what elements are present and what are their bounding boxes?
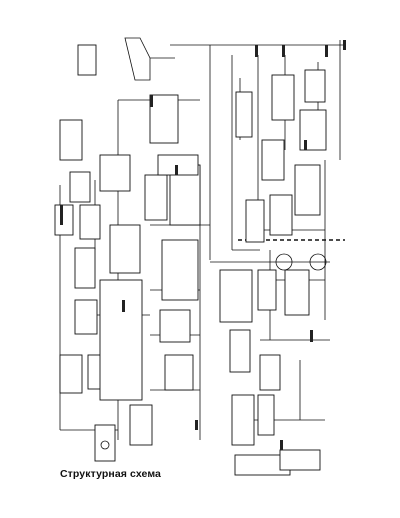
crt-symbol [124,37,175,81]
diagram-caption: Структурная схема [60,468,161,480]
label-marks [60,40,346,450]
component-symbols [100,253,330,450]
blocks [54,44,327,476]
